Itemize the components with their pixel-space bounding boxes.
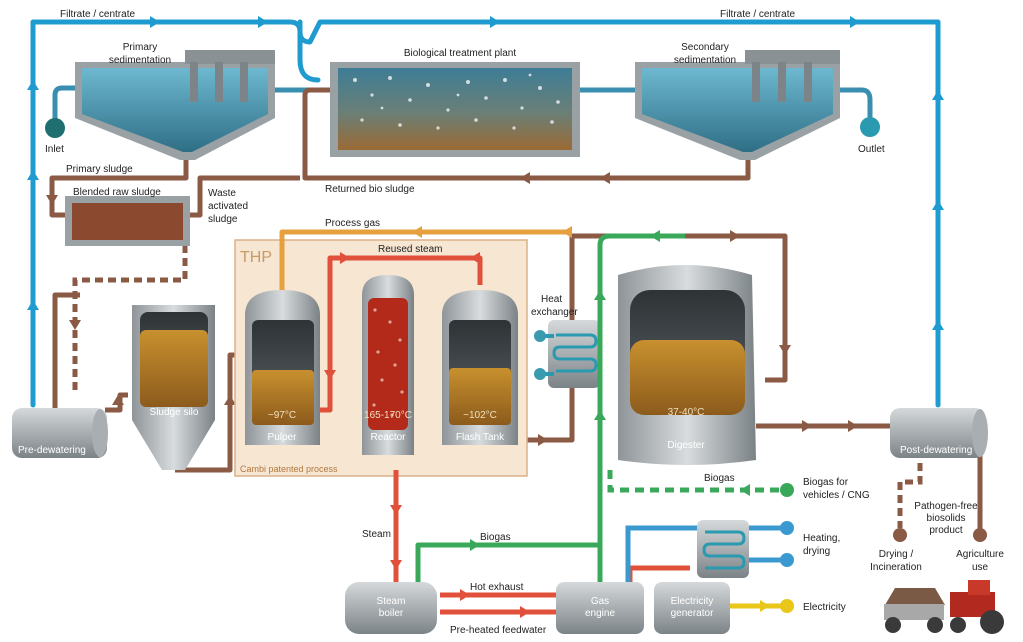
heating-label-2: drying [803,546,830,557]
filtrate-label-right: Filtrate / centrate [720,9,795,20]
biogas-top-label: Biogas [704,473,735,484]
sludge-silo [132,305,215,470]
cambi-label: Cambi patented process [240,464,338,474]
electricity-icon [780,599,794,613]
bio-treatment-label: Biological treatment plant [404,48,517,59]
secondary-sedimentation-tank [635,50,840,160]
heating-exchanger [697,520,749,578]
post-dewatering-label: Post-dewatering [900,445,972,456]
agriculture-icon [973,528,987,542]
digester-tank [618,265,756,465]
heating-lines [625,525,782,588]
primary-sed-label-2: sedimentation [109,55,171,66]
agriculture-label-2: use [972,562,989,573]
filtrate-label-left: Filtrate / centrate [60,9,135,20]
drying-label-1: Drying / [879,549,914,560]
electricity-generator [654,582,730,634]
primary-sedimentation-tank [75,50,275,160]
secondary-sed-label-2: sedimentation [674,55,736,66]
was-label-3: sludge [208,214,238,225]
primary-sludge-label: Primary sludge [66,164,133,175]
process-gas-line [279,229,572,300]
steam-label: Steam [362,529,391,540]
returned-bio-sludge-label: Returned bio sludge [325,184,415,195]
gas-engine-label-1: Gas [591,596,609,607]
pathogen-label-1: Pathogen-free [914,501,978,512]
generator-label-1: Electricity [671,596,714,607]
primary-sed-label-1: Primary [123,42,157,53]
heating-icon-1 [780,521,794,535]
steam-arrows [324,252,530,618]
electricity-arrow [760,600,770,612]
steam-boiler [345,582,437,634]
biogas-vehicles-label-1: Biogas for [803,477,849,488]
steam-boiler-label-1: Steam [377,596,406,607]
inlet-label: Inlet [45,144,64,155]
flash-temp: ~102°C [463,410,497,421]
digester-temp: 37-40°C [668,407,705,418]
pre-dewatering-label: Pre-dewatering [18,445,86,456]
blended-raw-sludge-tank [65,196,190,246]
pulper-temp: ~97°C [268,410,296,421]
gas-engine [556,582,644,634]
digester-label: Digester [667,440,705,451]
electricity-label: Electricity [803,602,846,613]
filtrate-arrows [27,16,944,330]
flash-tank-label: Flash Tank [456,432,505,443]
pulper-label: Pulper [268,432,298,443]
biogas-arrows [470,230,750,551]
tractor-icon [884,580,1004,634]
outlet-label: Outlet [858,144,885,155]
pathogen-label-3: product [929,525,963,536]
pre-dewatering-unit [12,408,108,458]
biological-treatment-tank [330,62,580,157]
was-label-1: Waste [208,188,236,199]
heating-icon-2 [780,553,794,567]
blended-raw-sludge-label: Blended raw sludge [73,187,161,198]
process-gas-label: Process gas [325,218,380,229]
steam-boiler-label-2: boiler [379,608,404,619]
outlet-icon [860,117,880,137]
reactor-label: Reactor [370,432,406,443]
flash-tank-vessel [442,290,518,445]
hot-exhaust-label: Hot exhaust [470,582,524,593]
secondary-sed-label-1: Secondary [681,42,729,53]
agriculture-label-1: Agriculture [956,549,1004,560]
sludge-dashed-lines [72,232,923,528]
heat-exchanger [534,320,600,388]
drying-label-2: Incineration [870,562,922,573]
pathogen-label-2: biosolids [927,513,966,524]
filtrate-lines [30,19,941,408]
gas-engine-label-2: engine [585,608,615,619]
drying-icon [893,528,907,542]
reused-steam-label: Reused steam [378,244,442,255]
reactor-vessel [362,275,414,455]
sludge-silo-label: Sludge silo [150,407,199,418]
pulper-vessel [245,290,320,445]
heat-exchanger-label-2: exchanger [531,307,578,318]
biogas-vehicles-icon [780,483,794,497]
biogas-bottom-label: Biogas [480,532,511,543]
post-dewatering-unit [890,408,988,458]
heat-exchanger-label-1: Heat [541,294,562,305]
preheated-feedwater-label: Pre-heated feedwater [450,625,547,636]
biogas-lines [415,233,685,585]
inlet-icon [45,118,65,138]
was-label-2: activated [208,201,248,212]
thp-label: THP [240,249,272,266]
biogas-vehicles-label-2: vehicles / CNG [803,490,870,501]
generator-label-2: generator [671,608,714,619]
reactor-temp: 165-170°C [364,410,412,421]
biogas-dashed [607,470,780,493]
heating-label-1: Heating, [803,533,840,544]
process-gas-arrows [412,226,572,238]
